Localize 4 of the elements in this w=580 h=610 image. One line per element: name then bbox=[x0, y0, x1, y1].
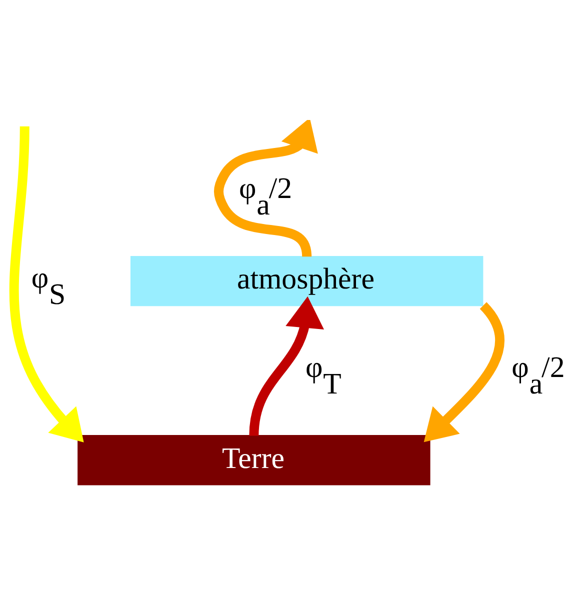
node-box: atmosphère bbox=[130, 256, 484, 306]
arrow bbox=[9, 126, 84, 442]
node-box: Terre bbox=[78, 435, 430, 486]
arrow bbox=[249, 296, 324, 436]
